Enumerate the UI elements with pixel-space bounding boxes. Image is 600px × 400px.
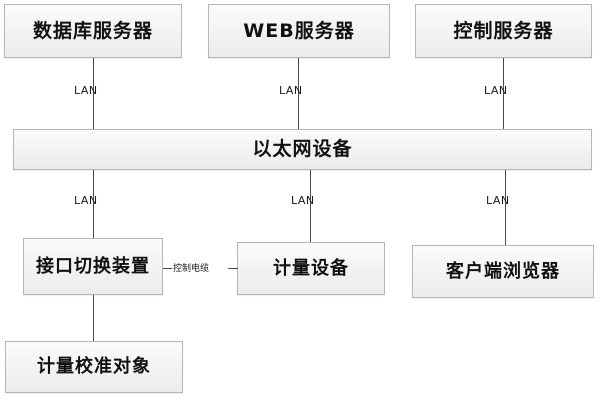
connector-ethernet-to-metering-device: [310, 170, 311, 242]
connector-interface-switch-to-calibration-object: [93, 295, 94, 341]
edge-label-lan-client-browser: LAN: [486, 194, 510, 207]
node-metering-device[interactable]: 计量设备: [237, 242, 385, 295]
node-interface-switch[interactable]: 接口切换装置: [23, 238, 163, 295]
connector-ethernet-to-client-browser: [505, 170, 506, 245]
node-control-server-label: 控制服务器: [453, 19, 554, 42]
node-calibration-object[interactable]: 计量校准对象: [5, 341, 183, 393]
edge-label-control-cable: 控制电缆: [172, 261, 211, 274]
edge-label-lan-metering-device: LAN: [291, 194, 315, 207]
node-web-server-label: WEB服务器: [243, 19, 355, 42]
connector-ethernet-to-interface-switch: [93, 170, 94, 238]
node-database-server-label: 数据库服务器: [32, 19, 153, 42]
node-client-browser[interactable]: 客户端浏览器: [412, 245, 594, 298]
connector-control-cable-left-stub: [163, 268, 173, 269]
edge-label-lan-database-server: LAN: [74, 84, 98, 97]
edge-label-lan-control-server: LAN: [484, 84, 508, 97]
node-ethernet-device-label: 以太网设备: [252, 138, 353, 161]
edge-label-lan-web-server: LAN: [279, 84, 303, 97]
connector-control-cable-right-stub: [228, 268, 238, 269]
edge-label-lan-interface-switch: LAN: [74, 194, 98, 207]
node-database-server[interactable]: 数据库服务器: [4, 4, 182, 58]
node-interface-switch-label: 接口切换装置: [36, 255, 150, 277]
node-metering-device-label: 计量设备: [273, 257, 349, 279]
node-control-server[interactable]: 控制服务器: [415, 4, 592, 58]
connector-web-server-to-ethernet: [298, 58, 299, 129]
connector-control-server-to-ethernet: [503, 58, 504, 129]
node-calibration-object-label: 计量校准对象: [37, 356, 151, 378]
node-ethernet-device[interactable]: 以太网设备: [13, 129, 592, 170]
node-client-browser-label: 客户端浏览器: [446, 260, 560, 282]
connector-database-server-to-ethernet: [93, 58, 94, 129]
node-web-server[interactable]: WEB服务器: [208, 4, 390, 58]
